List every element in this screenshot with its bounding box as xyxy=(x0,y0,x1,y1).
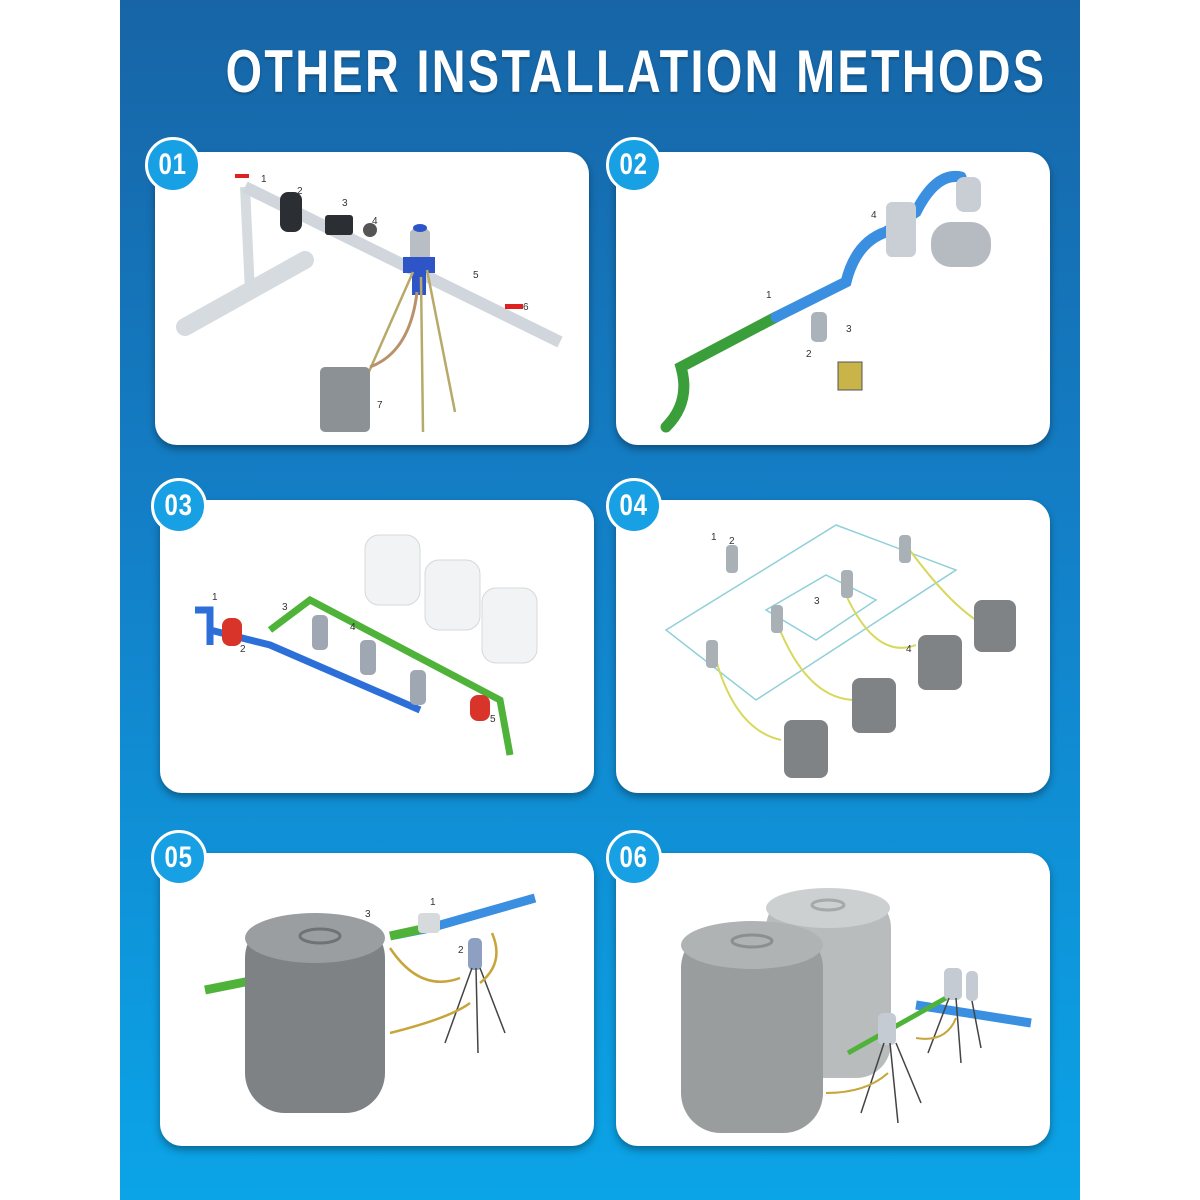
dosing-pump xyxy=(811,312,827,342)
chemical-container xyxy=(837,361,863,391)
svg-text:4: 4 xyxy=(871,210,877,221)
svg-text:2: 2 xyxy=(297,186,303,197)
part-labels: 1 2 3 4 5 xyxy=(212,592,496,725)
pump-stands xyxy=(860,997,982,1124)
svg-text:5: 5 xyxy=(473,270,479,281)
installation-diagram-06 xyxy=(681,888,1032,1133)
main-pipe xyxy=(915,1000,1032,1028)
method-badge-06: 06 xyxy=(606,830,662,886)
tanks xyxy=(364,534,538,664)
dosing-pumps xyxy=(878,968,978,1045)
installation-diagram-03: 1 2 3 4 5 xyxy=(195,534,538,756)
svg-text:2: 2 xyxy=(240,644,246,655)
suction-hose xyxy=(369,291,419,369)
method-badge-03: 03 xyxy=(151,478,207,534)
green-manifold xyxy=(267,595,514,756)
hoses xyxy=(388,932,498,1035)
svg-text:7: 7 xyxy=(377,400,383,411)
valve xyxy=(325,215,353,235)
svg-text:3: 3 xyxy=(342,198,348,209)
green-pipe-section xyxy=(389,924,423,941)
storage-tank xyxy=(245,913,385,1113)
pipe-network xyxy=(664,524,958,701)
filter xyxy=(280,192,302,232)
method-panel-06 xyxy=(616,853,1050,1146)
part-labels: 1 2 3 xyxy=(365,897,464,956)
svg-text:1: 1 xyxy=(212,592,218,603)
method-panel-01: 1 2 3 4 5 6 7 xyxy=(155,152,589,445)
method-panel-03: 1 2 3 4 5 xyxy=(160,500,594,793)
svg-text:1: 1 xyxy=(430,897,436,908)
method-badge-05: 05 xyxy=(151,830,207,886)
svg-text:4: 4 xyxy=(906,644,912,655)
page-title: OTHER INSTALLATION METHODS xyxy=(225,38,1047,105)
installation-diagram-01: 1 2 3 4 5 6 7 xyxy=(176,174,563,433)
suction-hoses xyxy=(715,544,977,741)
svg-text:3: 3 xyxy=(846,324,852,335)
installation-diagram-05: 1 2 3 xyxy=(204,893,537,1113)
dosing-pump xyxy=(468,938,482,970)
svg-text:5: 5 xyxy=(490,714,496,725)
svg-text:4: 4 xyxy=(372,216,378,227)
method-panel-04: 1 2 3 4 xyxy=(616,500,1050,793)
filter-outlet xyxy=(470,695,490,721)
method-panel-02: 1 2 3 4 xyxy=(616,152,1050,445)
green-pipe xyxy=(846,995,948,1056)
outlet-pipe xyxy=(204,976,251,995)
method-badge-04: 04 xyxy=(606,478,662,534)
part-labels: 1 2 3 4 xyxy=(766,210,877,360)
part-labels: 1 2 3 4 xyxy=(711,532,912,655)
part-labels: 1 2 3 4 5 6 7 xyxy=(261,174,529,411)
pressure-gauge xyxy=(363,223,377,237)
chemical-container xyxy=(320,367,370,432)
green-pipe xyxy=(660,311,782,433)
installation-diagram-04: 1 2 3 4 xyxy=(664,524,1016,778)
svg-text:6: 6 xyxy=(523,302,529,313)
chemical-tanks xyxy=(784,600,1016,778)
svg-text:4: 4 xyxy=(350,622,356,633)
svg-text:3: 3 xyxy=(282,602,288,613)
method-panel-05: 1 2 3 xyxy=(160,853,594,1146)
dosing-pump xyxy=(403,224,435,295)
svg-text:2: 2 xyxy=(458,945,464,956)
main-pipe xyxy=(176,181,563,348)
svg-text:3: 3 xyxy=(365,909,371,920)
svg-text:1: 1 xyxy=(711,532,717,543)
svg-text:2: 2 xyxy=(806,349,812,360)
storage-tank-front xyxy=(681,921,823,1133)
filter-inlet xyxy=(222,618,242,646)
separator xyxy=(956,177,981,212)
svg-text:1: 1 xyxy=(766,290,772,301)
filter xyxy=(418,913,440,933)
svg-text:1: 1 xyxy=(261,174,267,185)
svg-text:2: 2 xyxy=(729,536,735,547)
suction-hoses xyxy=(825,1017,957,1094)
poster: OTHER INSTALLATION METHODS xyxy=(120,0,1080,1200)
dosing-pumps xyxy=(706,535,911,668)
outlet-ball-valve xyxy=(505,304,523,309)
method-badge-01: 01 xyxy=(145,137,201,193)
pressure-tank xyxy=(931,222,991,267)
pump-stand xyxy=(358,269,457,433)
svg-text:3: 3 xyxy=(814,596,820,607)
installation-diagram-02: 1 2 3 4 xyxy=(660,170,991,433)
method-badge-02: 02 xyxy=(606,137,662,193)
dosing-pumps xyxy=(312,615,426,705)
cyclone-filter xyxy=(886,202,916,257)
inlet-ball-valve xyxy=(235,174,249,178)
